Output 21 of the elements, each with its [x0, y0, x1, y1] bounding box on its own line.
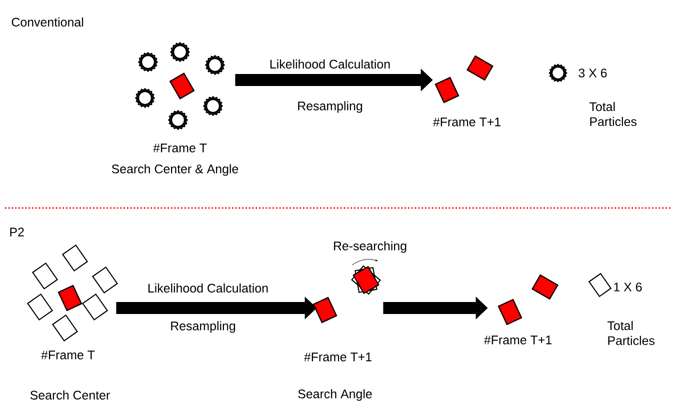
- frame-label: #Frame T+1: [304, 352, 372, 362]
- frame-label: #Frame T: [41, 350, 95, 360]
- total-label: Total Particles: [589, 102, 636, 126]
- edge-label: Likelihood Calculation: [148, 283, 268, 293]
- particle-drawing: [434, 55, 494, 104]
- particle-drawing: [498, 274, 558, 326]
- section-label: Conventional: [12, 17, 84, 27]
- step-label: Resampling: [298, 101, 362, 113]
- frame-label: #Frame T+1: [484, 336, 552, 344]
- frame-label: Search Center & Angle: [112, 164, 238, 176]
- frame-label: Search Angle: [298, 389, 372, 401]
- total-label: Total Particles: [607, 320, 654, 346]
- step-label: Resampling: [171, 321, 236, 333]
- frame-label: #Frame T+1: [432, 118, 500, 126]
- frame-label: #Frame T: [153, 144, 207, 152]
- count-label: 3 X 6: [578, 68, 607, 78]
- step-label: Re-searching: [334, 241, 406, 253]
- frame-label: Search Center: [30, 390, 110, 400]
- count-label: 1 X 6: [614, 282, 642, 292]
- edge-label: Likelihood Calculation: [270, 59, 390, 69]
- section-label: P2: [10, 228, 24, 236]
